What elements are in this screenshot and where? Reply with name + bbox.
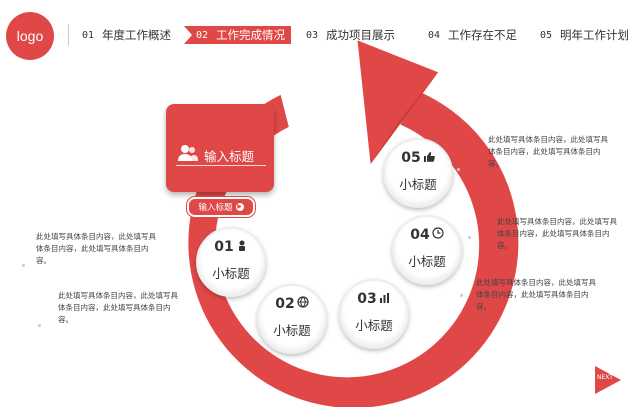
nav-label: 工作存在不足 [448,28,518,42]
item-number: 03 [357,291,377,307]
item-circle-01[interactable]: 01 小标题 [196,227,266,297]
item-circle-02[interactable]: 02 小标题 [257,284,327,354]
item-number: 04 [410,227,430,243]
nav-number: 02 [196,29,209,41]
title-card[interactable]: 输入标题 [166,104,274,192]
nav-item-3[interactable]: 03 成功项目展示 [306,26,395,44]
nav-item-1[interactable]: 01 年度工作概述 [82,26,171,44]
connector-dot [468,236,471,239]
item-title: 小标题 [355,318,393,333]
item-circle-03[interactable]: 03 小标题 [339,279,409,349]
arrow-head [357,40,439,165]
item-title: 小标题 [408,254,446,269]
header-divider [68,24,69,46]
description-04: 此处填写具体条目内容，此处填写具体条目内容，此处填写具体条目内容。 [497,217,617,250]
item-number-wrap: 04 [394,227,460,243]
item-number: 02 [275,296,295,312]
connector-dot [22,264,25,267]
nav-item-4[interactable]: 04 工作存在不足 [428,26,517,44]
logo[interactable]: logo [6,12,54,60]
globe-icon [297,296,309,308]
bar-chart-icon [379,293,389,303]
nav-item-5[interactable]: 05 明年工作计划 [540,26,629,44]
description-01: 此处填写具体条目内容，此处填写具体条目内容，此处填写具体条目内容。 [36,232,156,265]
play-icon: ▶ [235,203,244,211]
nav-label: 成功项目展示 [326,28,396,42]
button-label: 输入标题 [198,203,233,213]
item-number-wrap: 01 [198,239,264,255]
description-05: 此处填写具体条目内容，此处填写具体条目内容，此处填写具体条目内容。 [488,135,608,168]
connector-dot [457,168,460,171]
nav-number: 03 [306,29,319,41]
connector-dot [460,294,463,297]
nav-number: 04 [428,29,441,41]
connector-dot [38,324,41,327]
card-title: 输入标题 [204,149,255,164]
item-number: 05 [401,150,421,166]
input-title-button[interactable]: 输入标题▶ [187,197,255,217]
next-label: NEXT [597,374,613,381]
users-icon [178,145,198,161]
item-circle-04[interactable]: 04 小标题 [392,215,462,285]
item-title: 小标题 [212,266,250,281]
item-number-wrap: 02 [259,296,325,312]
nav-item-2-active[interactable]: 02 工作完成情况 [184,26,292,44]
nav-label: 年度工作概述 [102,28,172,42]
item-circle-05[interactable]: 05 小标题 [383,138,453,208]
item-title: 小标题 [399,177,437,192]
clock-icon [432,227,444,239]
thumbs-up-icon [423,152,435,162]
card-underline [176,165,266,166]
item-number-wrap: 03 [341,291,407,307]
nav-label: 明年工作计划 [560,28,630,42]
description-03: 此处填写具体条目内容，此处填写具体条目内容，此处填写具体条目内容。 [476,278,596,311]
nav-number: 01 [82,29,95,41]
arrow-head-shade [370,72,439,165]
item-number: 01 [214,239,234,255]
next-button[interactable] [595,366,621,394]
nav-number: 05 [540,29,553,41]
item-number-wrap: 05 [385,150,451,166]
people-icon [238,240,245,251]
nav-label: 工作完成情况 [216,28,286,42]
description-02: 此处填写具体条目内容，此处填写具体条目内容，此处填写具体条目内容。 [58,291,178,324]
item-title: 小标题 [273,323,311,338]
